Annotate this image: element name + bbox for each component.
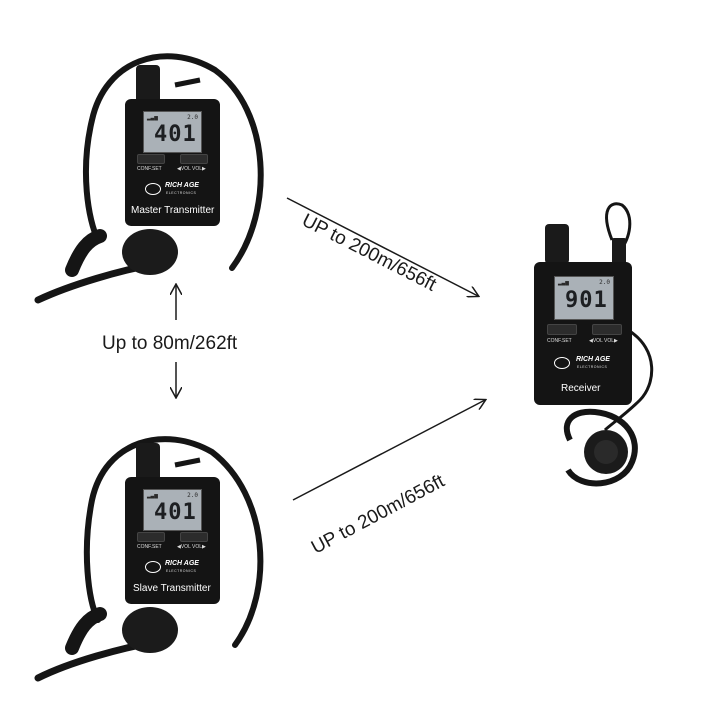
master-vol-button[interactable] [180,154,208,164]
receiver-display-tag: 2.0 [599,279,610,286]
master-transmitter: ▂▃▅ 2.0 401 CONF.SET ◀VOL VOL▶ RICH AGE … [125,99,220,226]
master-display: 401 [154,122,197,147]
receiver-conf-button[interactable] [547,324,577,335]
receiver-display: 901 [565,288,608,313]
slave-logo-icon [145,561,161,573]
slave-signal-icon: ▂▃▅ [147,492,158,499]
slave-antenna [136,443,160,481]
receiver-brand: RICH AGE [576,356,610,363]
receiver-screen: ▂▃▅ 2.0 901 [554,276,614,320]
slave-brand: RICH AGE [165,560,199,567]
slave-vol-label: ◀VOL VOL▶ [177,544,206,550]
master-brand: RICH AGE [165,182,199,189]
slave-brand-sub: ELECTRONICS [166,569,197,573]
slave-display-tag: 2.0 [187,492,198,499]
receiver-vol-label: ◀VOL VOL▶ [589,338,618,344]
master-conf-label: CONF.SET [137,166,162,172]
receiver-brand-sub: ELECTRONICS [577,365,608,369]
slave-name: Slave Transmitter [133,583,211,594]
slave-vol-button[interactable] [180,532,208,542]
master-signal-icon: ▂▃▅ [147,114,158,121]
slave-ear-pad [122,607,178,653]
receiver: ▂▃▅ 2.0 901 CONF.SET ◀VOL VOL▶ RICH AGE … [534,262,632,405]
slave-headset-band [83,436,264,648]
master-screen: ▂▃▅ 2.0 401 [143,111,202,153]
master-ear-pad [122,229,178,275]
master-name: Master Transmitter [131,205,215,216]
slave-conf-button[interactable] [137,532,165,542]
receiver-cable [605,202,632,252]
slave-screen: ▂▃▅ 2.0 401 [143,489,202,531]
link-label-master-slave: Up to 80m/262ft [102,333,238,354]
receiver-name: Receiver [561,383,601,394]
receiver-jack [612,238,626,264]
receiver-conf-label: CONF.SET [547,338,572,344]
master-display-tag: 2.0 [187,114,198,121]
receiver-ear-hook [563,408,638,487]
receiver-logo-icon [554,357,570,369]
slave-conf-label: CONF.SET [137,544,162,550]
master-vol-label: ◀VOL VOL▶ [177,166,206,172]
master-headset-band [83,53,264,271]
master-brand-sub: ELECTRONICS [166,191,197,195]
receiver-vol-button[interactable] [592,324,622,335]
slave-display: 401 [154,500,197,525]
master-logo-icon [145,183,161,195]
arrow-slave-to-receiver [292,400,485,501]
slave-transmitter: ▂▃▅ 2.0 401 CONF.SET ◀VOL VOL▶ RICH AGE … [125,477,220,604]
receiver-antenna [545,224,569,264]
master-antenna [136,65,160,103]
receiver-signal-icon: ▂▃▅ [558,279,569,286]
arrow-master-to-receiver [286,197,478,296]
master-conf-button[interactable] [137,154,165,164]
